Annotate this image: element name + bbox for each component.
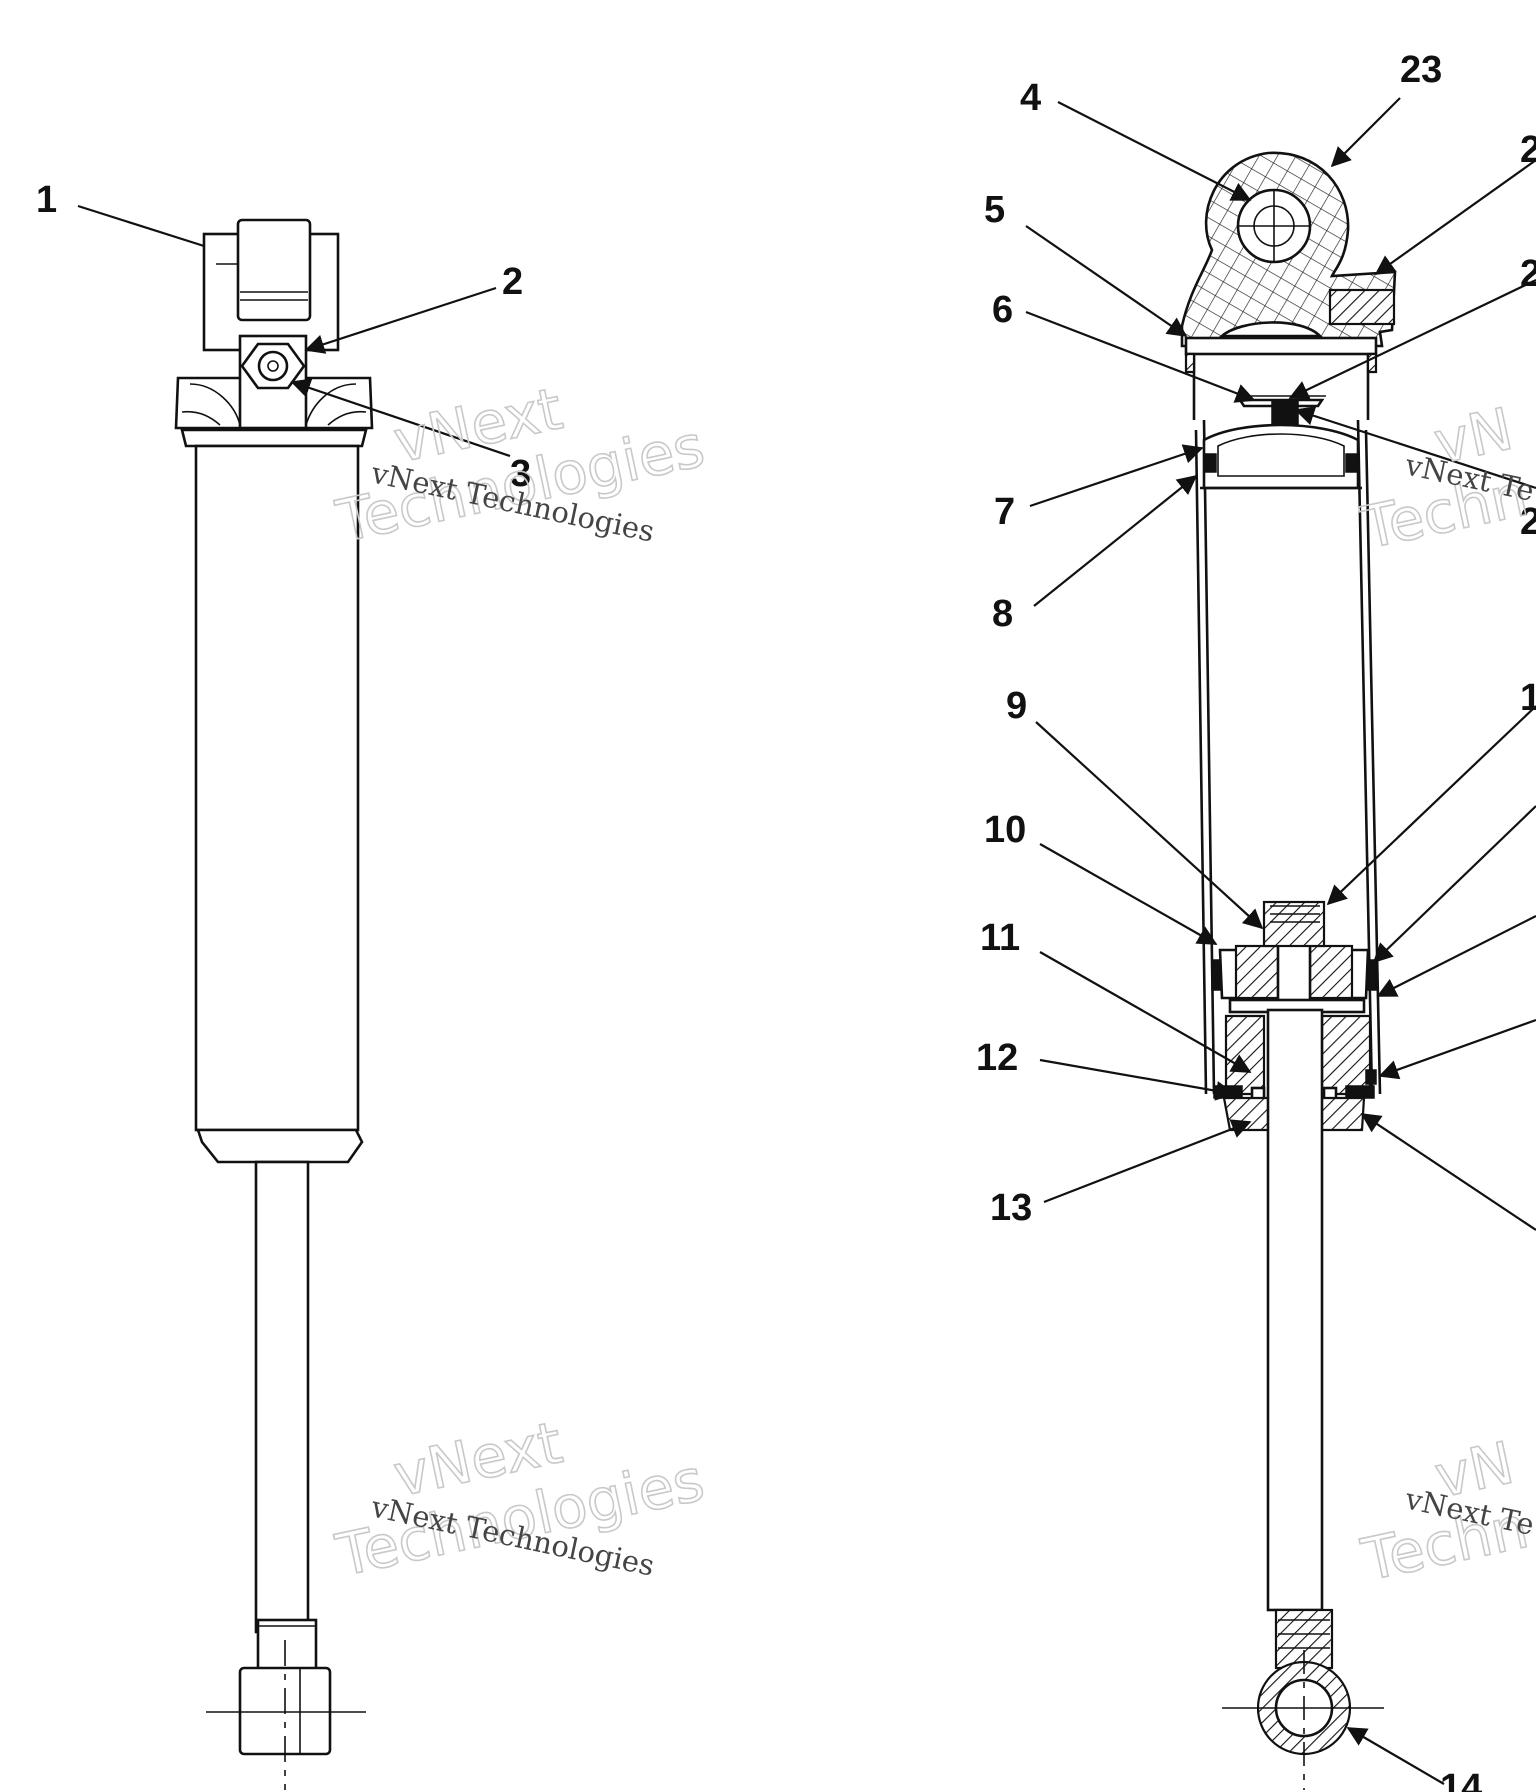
callout-10: 10 bbox=[984, 809, 1026, 851]
callout-labels: 1 2 3 4 5 6 7 8 9 10 11 12 13 14 23 2 2 … bbox=[36, 49, 1536, 1792]
schrader-valve bbox=[240, 342, 306, 390]
callout-right-edge-b: 2 bbox=[1520, 253, 1536, 295]
callout-13: 13 bbox=[990, 1187, 1032, 1229]
watermark-4-line1: vN bbox=[1429, 1429, 1519, 1512]
cutaway-lower-eye bbox=[1222, 1650, 1384, 1790]
callout-11: 11 bbox=[980, 917, 1020, 959]
shock-body bbox=[194, 444, 364, 1164]
callout-6: 6 bbox=[992, 289, 1013, 331]
cutaway-top-eye bbox=[1180, 151, 1397, 348]
callout-12: 12 bbox=[976, 1037, 1018, 1079]
callout-right-edge-c: 2 bbox=[1520, 501, 1536, 543]
callout-right-edge-d: 1 bbox=[1520, 677, 1536, 719]
callout-7: 7 bbox=[994, 491, 1015, 533]
callout-right-edge-a: 2 bbox=[1520, 129, 1536, 171]
callout-4: 4 bbox=[1020, 77, 1041, 119]
lower-mount-eye bbox=[206, 1640, 366, 1790]
callout-2: 2 bbox=[502, 261, 523, 303]
callout-14: 14 bbox=[1440, 1767, 1482, 1792]
callout-23: 23 bbox=[1400, 49, 1442, 91]
leader-lines bbox=[77, 97, 1536, 1785]
callout-9: 9 bbox=[1006, 685, 1027, 727]
cutaway-floating-piston bbox=[1200, 423, 1362, 490]
callout-3: 3 bbox=[510, 453, 531, 495]
cutaway-shaft bbox=[1266, 1008, 1334, 1670]
callout-8: 8 bbox=[992, 593, 1013, 635]
top-mount-bushing bbox=[202, 218, 340, 352]
shock-shaft bbox=[254, 1160, 318, 1672]
callout-5: 5 bbox=[984, 189, 1005, 231]
watermark-3-line1: vN bbox=[1428, 395, 1518, 478]
callout-1: 1 bbox=[36, 179, 57, 221]
exterior-shock-view bbox=[174, 218, 374, 1790]
cutaway-main-piston bbox=[1211, 900, 1377, 1022]
